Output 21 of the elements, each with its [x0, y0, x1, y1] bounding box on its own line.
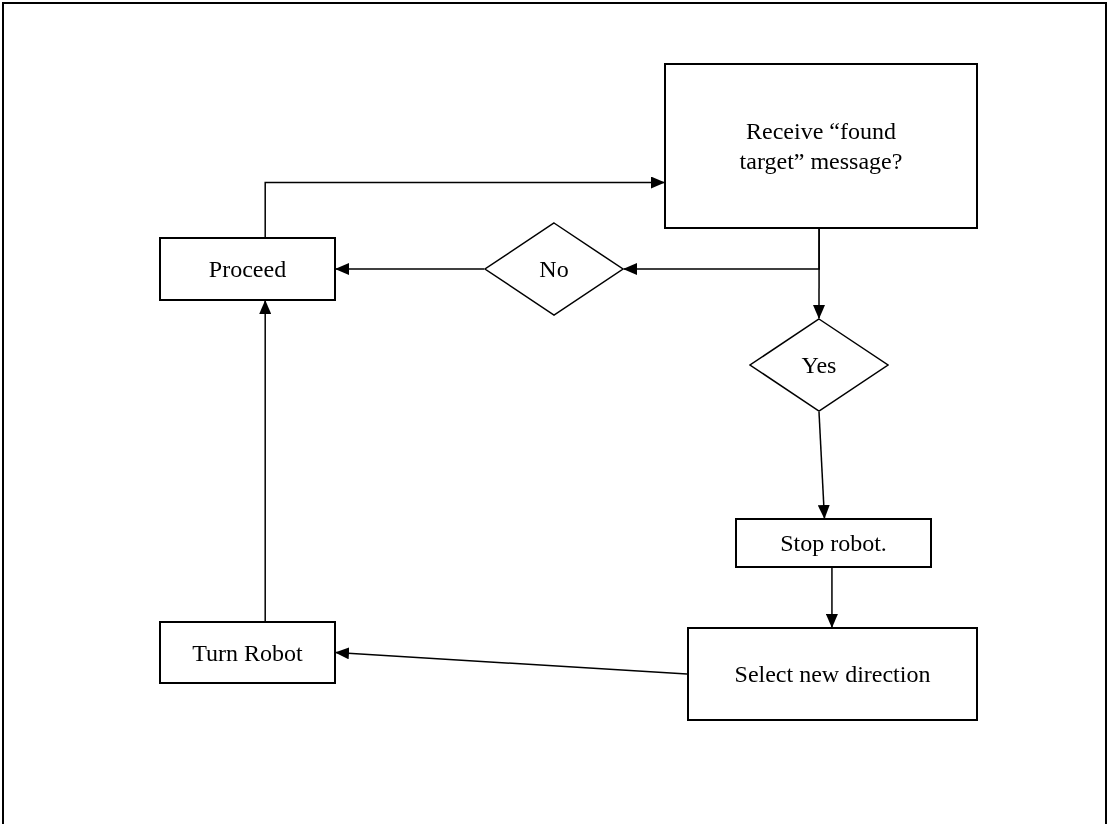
- process-box: [687, 627, 978, 721]
- node-label: Yes: [800, 351, 838, 380]
- arrow: [825, 567, 838, 628]
- arrow: [335, 647, 688, 675]
- node-label: Proceed: [207, 255, 288, 284]
- decision-diamond: [484, 222, 624, 316]
- process-box: [159, 621, 336, 684]
- decision-diamond: [749, 318, 889, 412]
- node-label: Stop robot.: [779, 529, 888, 558]
- node-label: Turn Robot: [191, 638, 304, 668]
- process-box: [664, 63, 978, 229]
- node-label: Receive “found target” message?: [738, 117, 904, 176]
- node-label: Select new direction: [733, 660, 932, 689]
- node-label: No: [538, 255, 570, 284]
- arrow: [817, 411, 830, 519]
- process-box: [735, 518, 932, 568]
- process-box: [159, 237, 336, 301]
- arrow: [259, 300, 272, 622]
- arrow: [813, 228, 825, 319]
- arrow: [264, 176, 665, 238]
- arrow: [335, 263, 485, 275]
